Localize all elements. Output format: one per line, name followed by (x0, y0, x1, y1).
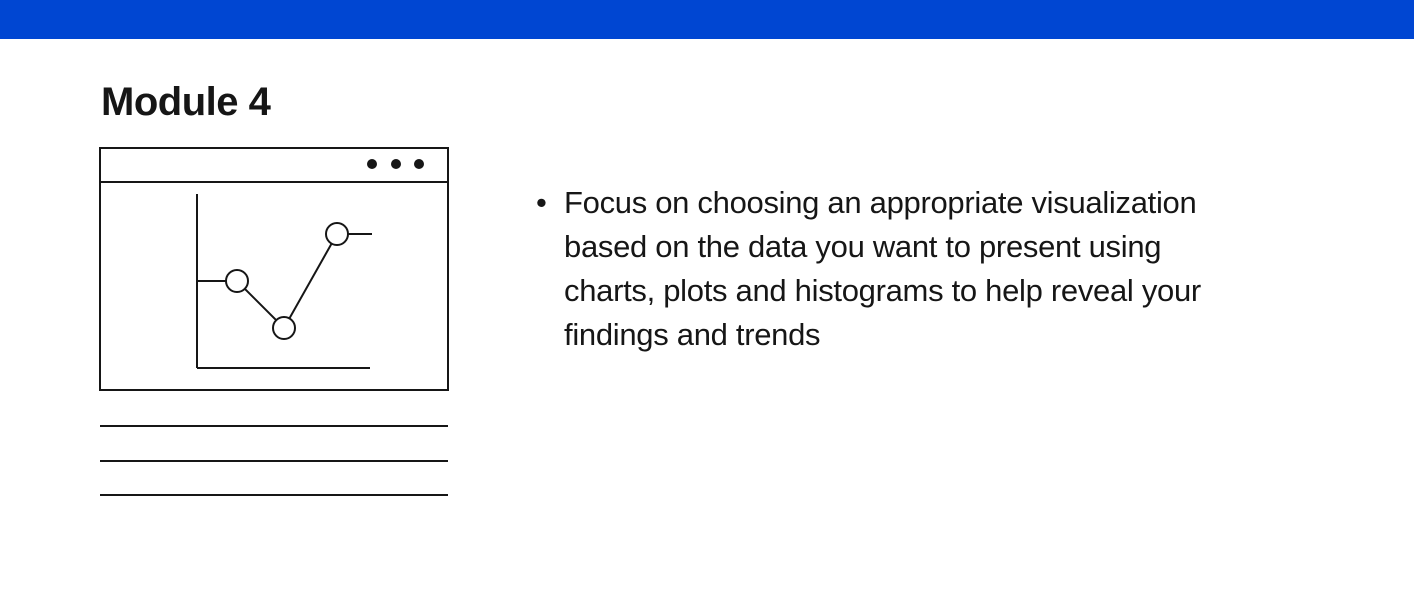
page-title: Module 4 (101, 80, 271, 124)
bullet-dot: • (536, 185, 547, 220)
more-dots-icon (367, 159, 424, 169)
window-frame (99, 147, 449, 391)
line-chart-icon (196, 194, 372, 369)
top-accent-bar (0, 0, 1414, 39)
bullet-text: Focus on choosing an appropriate visuali… (564, 185, 1201, 352)
browser-window-icon (99, 147, 449, 496)
illustration (95, 142, 457, 514)
bullet-list: • Focus on choosing an appropriate visua… (536, 181, 1256, 357)
text-lines-icon (100, 425, 448, 496)
bullet-item: • Focus on choosing an appropriate visua… (536, 181, 1256, 357)
